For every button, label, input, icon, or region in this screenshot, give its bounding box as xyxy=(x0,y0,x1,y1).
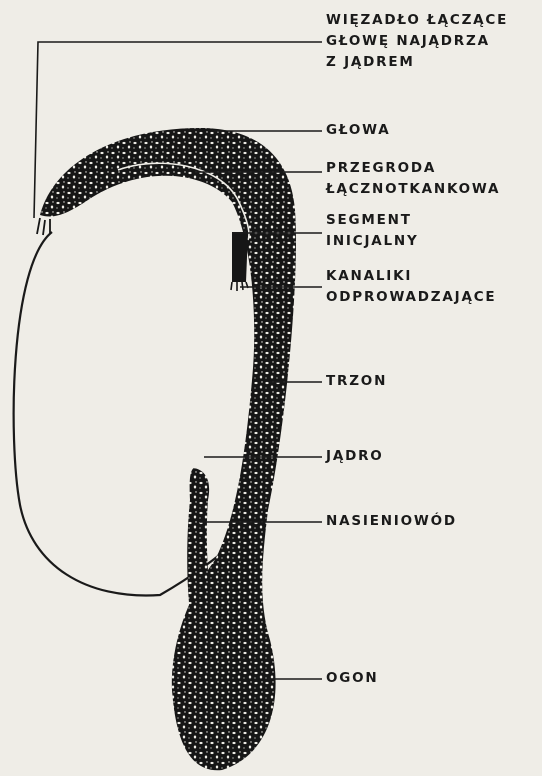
label-segment: SEGMENT INICJALNY xyxy=(326,210,419,252)
label-przegroda: PRZEGRODA ŁĄCZNOTKANKOWA xyxy=(326,158,500,200)
efferent-ductules xyxy=(232,232,248,282)
label-kanaliki: KANALIKI ODPROWADZAJĄCE xyxy=(326,266,496,308)
label-glowa: GŁOWA xyxy=(326,120,390,141)
epididymis-body xyxy=(40,128,296,770)
label-trzon: TRZON xyxy=(326,371,387,392)
label-nasieniowod: NASIENIOWÓD xyxy=(326,511,457,532)
label-wiezadlo: WIĘZADŁO ŁĄCZĄCE GŁOWĘ NAJĄDRZA Z JĄDREM xyxy=(326,10,508,73)
vas-deferens xyxy=(187,468,214,628)
label-jadro: JĄDRO xyxy=(326,446,384,467)
head-tip-tendrils xyxy=(37,218,50,235)
label-ogon: OGON xyxy=(326,668,379,689)
